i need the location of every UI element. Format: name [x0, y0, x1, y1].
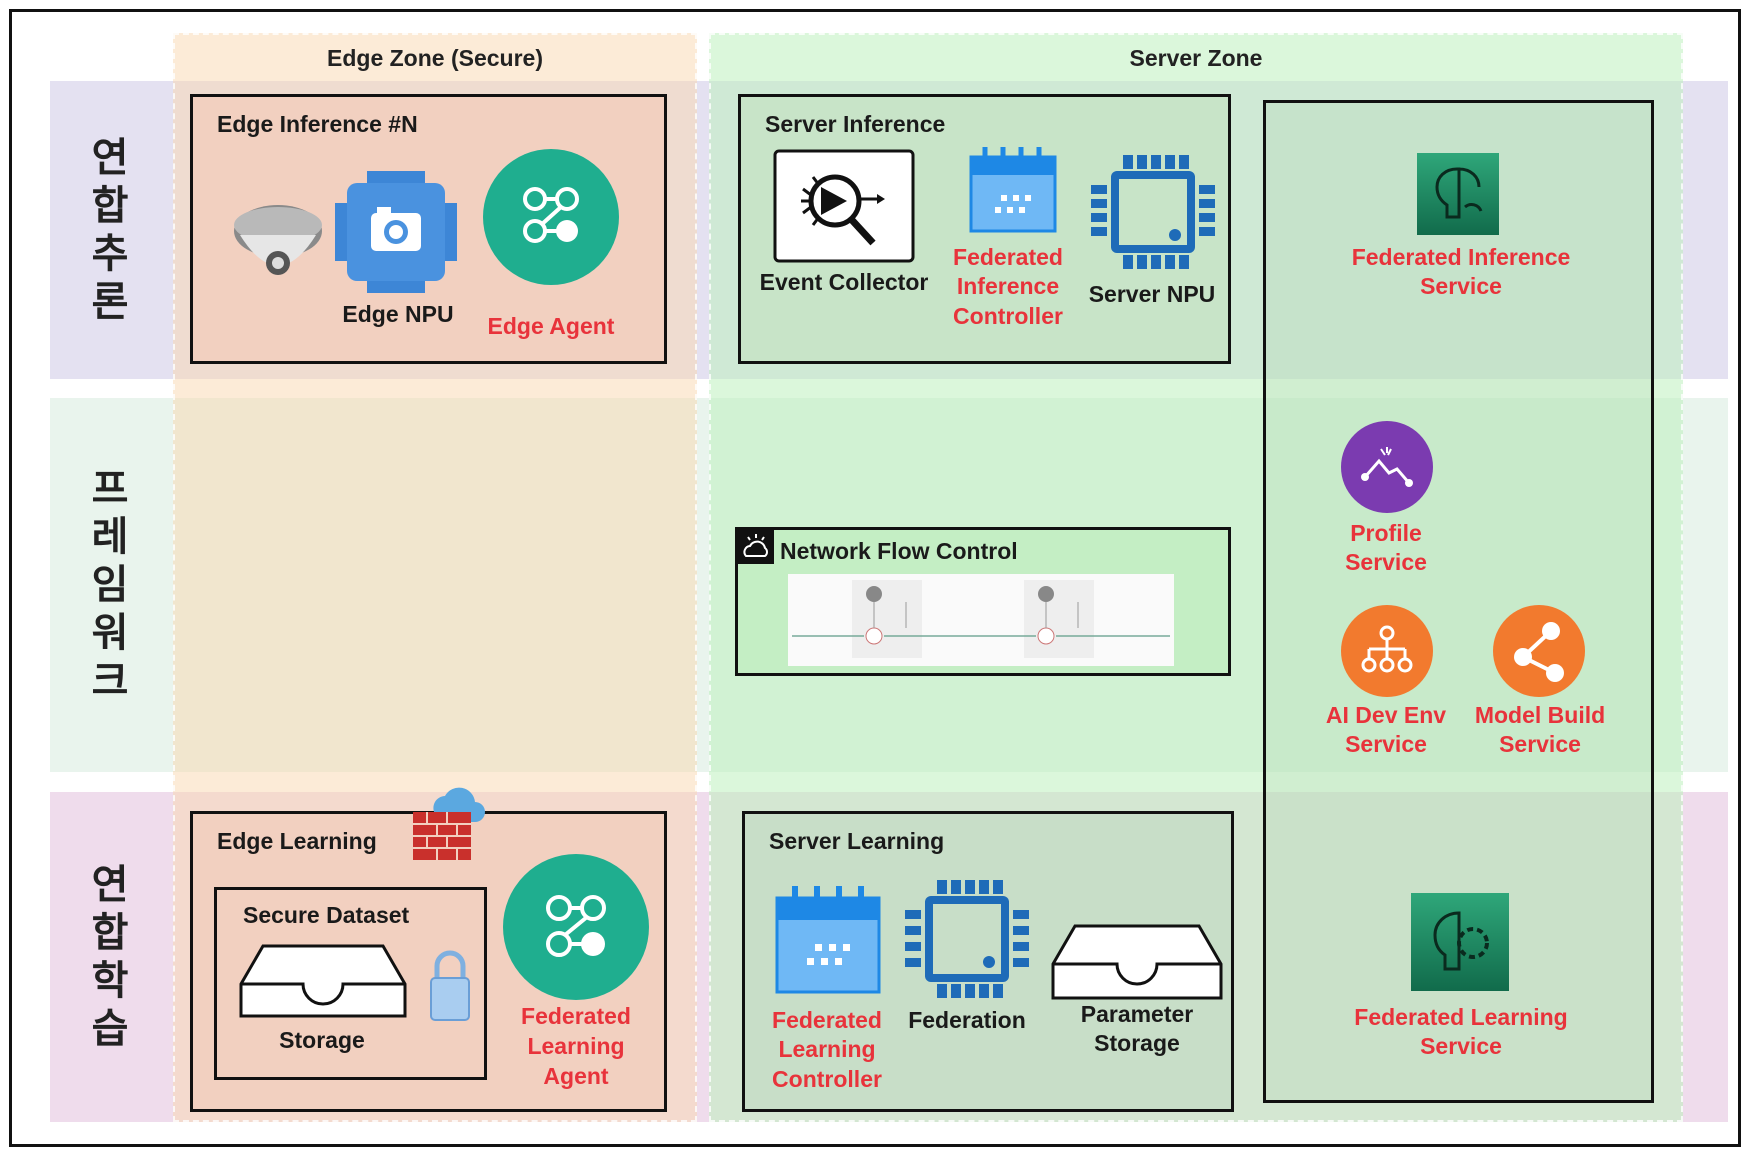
row-label-char: 합	[91, 183, 129, 229]
event-collector-icon[interactable]	[773, 149, 915, 263]
label-line: Federated	[772, 1007, 882, 1033]
server-inference-title: Server Inference	[765, 111, 946, 137]
label-line: Learning	[527, 1032, 625, 1059]
label-line: AI Dev Env	[1325, 702, 1447, 728]
edge-agent-label: Edge Agent	[487, 313, 615, 339]
label-line: Storage	[1094, 1030, 1180, 1057]
model-build-service-icon[interactable]	[1493, 605, 1585, 697]
label-line: Federated	[953, 244, 1063, 270]
row-label-char: 임	[91, 562, 129, 608]
federated-inference-service-icon[interactable]	[1417, 153, 1499, 235]
label-line: Service	[1420, 1033, 1502, 1060]
row-label-char: 습	[91, 1006, 129, 1052]
secure-dataset-box: Secure Dataset Storage	[214, 887, 487, 1080]
camera-icon	[234, 205, 322, 275]
row-label-char: 추	[91, 231, 129, 277]
label-line: Service	[1420, 273, 1502, 300]
label-line: Agent	[543, 1062, 609, 1089]
row-label-char: 프	[91, 466, 129, 512]
network-flow-control-box: Network Flow Control	[735, 527, 1231, 676]
ai-dev-env-service-icon[interactable]	[1341, 605, 1433, 697]
federated-learning-agent-icon[interactable]	[503, 854, 649, 1000]
edge-agent-icon[interactable]	[483, 149, 619, 285]
server-learning-title: Server Learning	[769, 828, 945, 854]
storage-label: Storage	[279, 1027, 365, 1053]
label-line: Inference	[956, 273, 1060, 300]
server-inference-box: Server Inference Event Collector Federat…	[738, 94, 1231, 364]
label-line: Service	[1345, 731, 1427, 758]
cloud-sun-icon	[738, 530, 774, 564]
server-zone-title: Server Zone	[1129, 45, 1263, 71]
profile-service-icon[interactable]	[1341, 421, 1433, 513]
edge-inference-box: Edge Inference #N Edge NPU Edge Agent	[190, 94, 667, 364]
federation-npu-icon[interactable]	[905, 880, 1029, 998]
row-label-char: 레	[91, 514, 129, 560]
cloud-firewall-icon	[413, 787, 485, 860]
lock-icon	[430, 950, 470, 1021]
edge-inference-title: Edge Inference #N	[217, 111, 418, 137]
label-line: Controller	[772, 1065, 882, 1092]
edge-zone-title: Edge Zone (Secure)	[327, 45, 543, 71]
row-label-char: 연	[91, 862, 129, 908]
label-line: Federated Inference	[1351, 244, 1571, 270]
network-flow-control-title: Network Flow Control	[780, 538, 1018, 564]
service-mesh-diagram-image	[788, 574, 1174, 666]
server-npu-label: Server NPU	[1088, 281, 1216, 307]
edge-learning-title: Edge Learning	[217, 828, 377, 854]
server-npu-icon	[1091, 155, 1215, 269]
row-label-char: 합	[91, 910, 129, 956]
label-line: Federated Learning	[1354, 1004, 1568, 1030]
parameter-storage-icon[interactable]	[1051, 924, 1223, 1000]
label-line: Federated	[521, 1003, 631, 1029]
label-line: Parameter	[1080, 1001, 1194, 1027]
federation-label: Federation	[908, 1007, 1026, 1033]
calendar-controller-icon[interactable]	[775, 884, 881, 994]
label-line: Profile	[1350, 520, 1422, 546]
event-collector-label: Event Collector	[759, 269, 929, 295]
edge-npu-label: Edge NPU	[342, 301, 454, 327]
label-line: Service	[1345, 549, 1427, 576]
calendar-controller-icon[interactable]	[969, 145, 1057, 233]
edge-learning-box: Edge Learning Secure Dataset Storage Fed…	[190, 787, 667, 1112]
edge-npu-icon	[335, 171, 457, 293]
row-label-char: 학	[91, 958, 129, 1004]
federated-learning-service-icon[interactable]	[1411, 893, 1509, 991]
row-label-char: 연	[91, 135, 129, 181]
storage-tray-icon[interactable]	[239, 944, 407, 1018]
row-label-char: 크	[91, 658, 129, 704]
secure-dataset-title: Secure Dataset	[243, 902, 410, 928]
label-line: Service	[1499, 731, 1581, 758]
row-label-char: 워	[91, 610, 129, 656]
label-line: Controller	[953, 302, 1063, 329]
label-line: Model Build	[1474, 702, 1606, 728]
row-label-char: 론	[91, 279, 129, 325]
label-line: Learning	[778, 1036, 876, 1063]
diagram-frame	[9, 9, 1741, 1147]
